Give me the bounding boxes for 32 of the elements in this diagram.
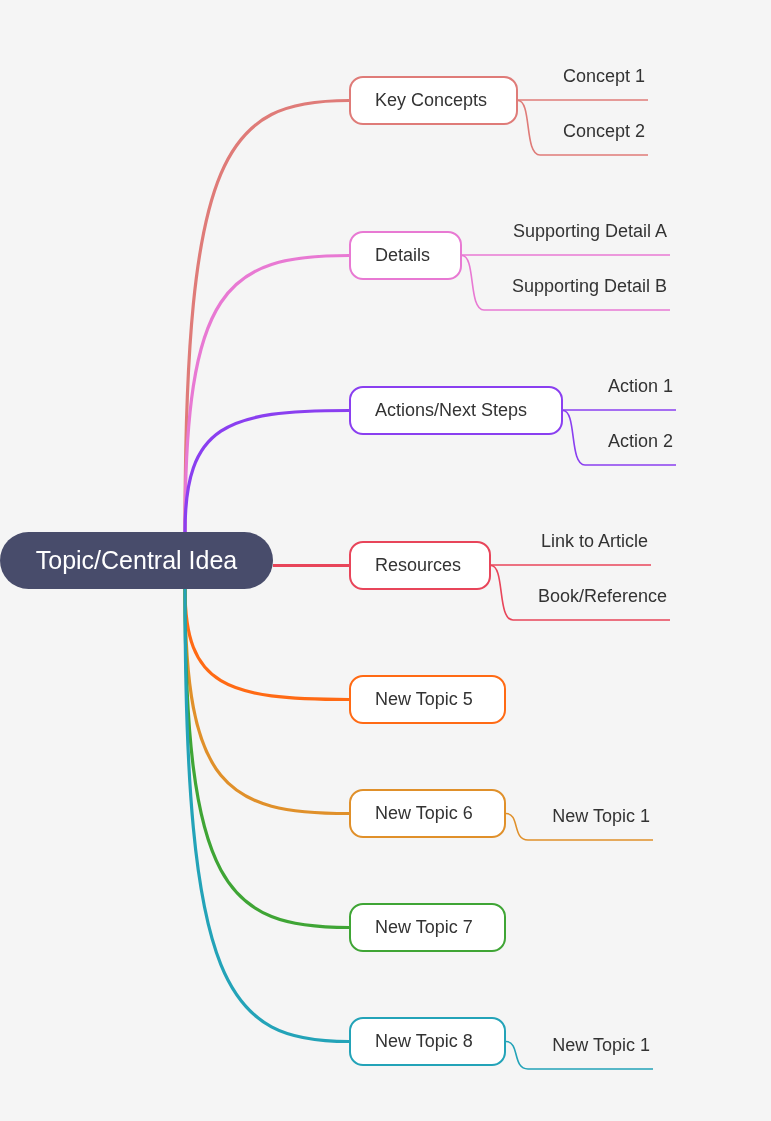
topic-box: Details: [349, 231, 462, 280]
topic-box: Resources: [349, 541, 491, 590]
branch-connector: [183, 589, 350, 1044]
subtopic-label: New Topic 1: [552, 1035, 650, 1056]
subtopic-connector: [461, 254, 671, 311]
subtopic-connector: [517, 99, 649, 156]
subtopic-label: Concept 2: [562, 121, 645, 142]
topic-box: New Topic 5: [349, 675, 506, 724]
topic-box: Key Concepts: [349, 76, 518, 125]
topic-box: New Topic 6: [349, 789, 506, 838]
subtopic-connector: [490, 564, 652, 566]
subtopic-label: Action 1: [607, 376, 673, 397]
subtopic-connector: [505, 812, 654, 841]
subtopic-connector: [517, 99, 649, 101]
subtopic-connector: [461, 254, 671, 256]
subtopic-label: Supporting Detail B: [511, 276, 667, 297]
topic-box: Actions/Next Steps: [349, 386, 563, 435]
topic-box: New Topic 8: [349, 1017, 506, 1066]
subtopic-connector: [562, 409, 677, 466]
subtopic-label: New Topic 1: [552, 806, 650, 827]
subtopic-label: Concept 1: [562, 66, 645, 87]
branch-connector: [273, 563, 349, 568]
subtopic-label: Supporting Detail A: [512, 221, 667, 242]
subtopic-label: Action 2: [607, 431, 673, 452]
subtopic-label: Book/Reference: [537, 586, 667, 607]
subtopic-connector: [490, 564, 671, 621]
central-topic: Topic/Central Idea: [0, 532, 273, 589]
subtopic-connector: [562, 409, 677, 411]
subtopic-label: Link to Article: [540, 531, 648, 552]
branch-connector: [183, 408, 350, 533]
topic-box: New Topic 7: [349, 903, 506, 952]
subtopic-connector: [505, 1040, 654, 1070]
